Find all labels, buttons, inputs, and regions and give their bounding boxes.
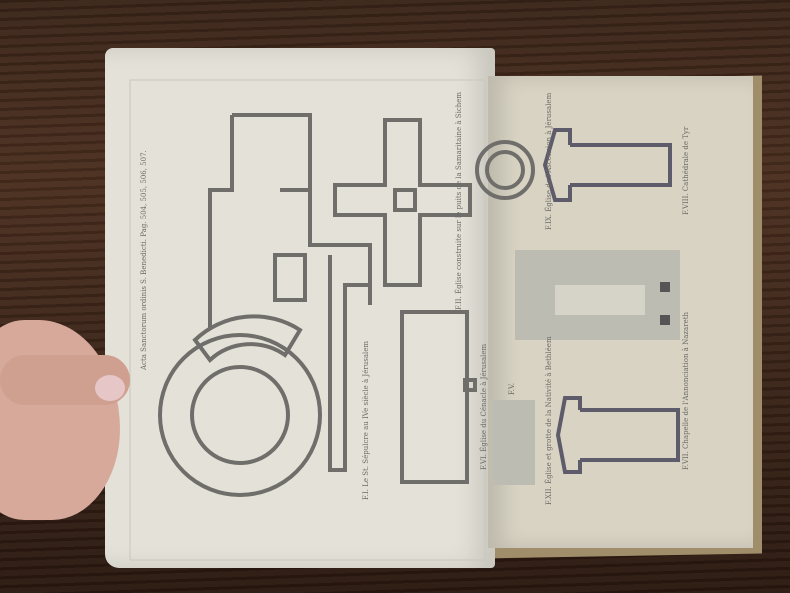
figure-caption: F.VII. Chapelle de l'Annonciation à Naza… <box>682 311 690 470</box>
plan-nativity <box>555 396 680 474</box>
plan-ascension <box>475 140 535 200</box>
plan-grotto <box>493 400 535 485</box>
plan-rotunda <box>158 333 322 497</box>
plan-tyr <box>542 128 672 202</box>
figure-caption: F.VI. Église du Cénacle à Jérusalem <box>480 343 488 470</box>
plan-cross-church <box>333 118 472 287</box>
figure-caption: F.V. <box>508 382 516 395</box>
plan-cenacle <box>400 310 469 484</box>
figure-caption: F.VIII. Cathédrale de Tyr <box>682 126 690 215</box>
figure-caption: F.I. Le St. Sépulcre au IVe siècle à Jér… <box>362 340 370 500</box>
figure-caption: F.XII. Église et grotte de la Nativité à… <box>545 336 553 505</box>
figure-caption: F.IX. Église de l'Ascension à Jérusalem <box>545 92 553 230</box>
figure-caption: F.II. Église construite sur le puits de … <box>455 91 463 310</box>
thumbnail <box>95 375 125 401</box>
header-reference: Acta Sanctorum ordinis S. Benedicti. Pag… <box>140 150 148 370</box>
